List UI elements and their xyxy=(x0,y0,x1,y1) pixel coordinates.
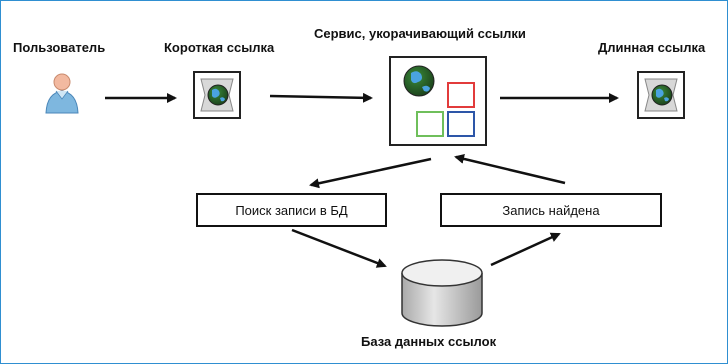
arrow-found-to-service xyxy=(454,153,566,185)
arrow-search-to-db xyxy=(291,228,387,268)
arrow-service-to-search xyxy=(309,157,432,189)
database-label: База данных ссылок xyxy=(361,334,497,349)
blue-square xyxy=(447,111,475,137)
service-box-icon xyxy=(389,56,487,146)
long-link-label: Длинная ссылка xyxy=(598,40,706,55)
arrow-short-to-service xyxy=(269,92,373,103)
db-search-text: Поиск записи в БД xyxy=(235,202,348,218)
arrow-db-to-found xyxy=(490,232,561,267)
long-link-document-icon xyxy=(637,71,685,119)
green-square xyxy=(416,111,444,137)
service-label: Сервис, укорачивающий ссылки xyxy=(314,26,526,41)
short-link-label: Короткая ссылка xyxy=(164,40,275,55)
db-search-box: Поиск записи в БД xyxy=(196,193,387,227)
red-square xyxy=(447,82,475,108)
database-icon xyxy=(401,259,483,327)
record-found-box: Запись найдена xyxy=(440,193,662,227)
user-icon xyxy=(45,73,79,114)
short-link-document-icon xyxy=(193,71,241,119)
record-found-text: Запись найдена xyxy=(502,202,600,218)
user-label: Пользователь xyxy=(13,40,106,55)
